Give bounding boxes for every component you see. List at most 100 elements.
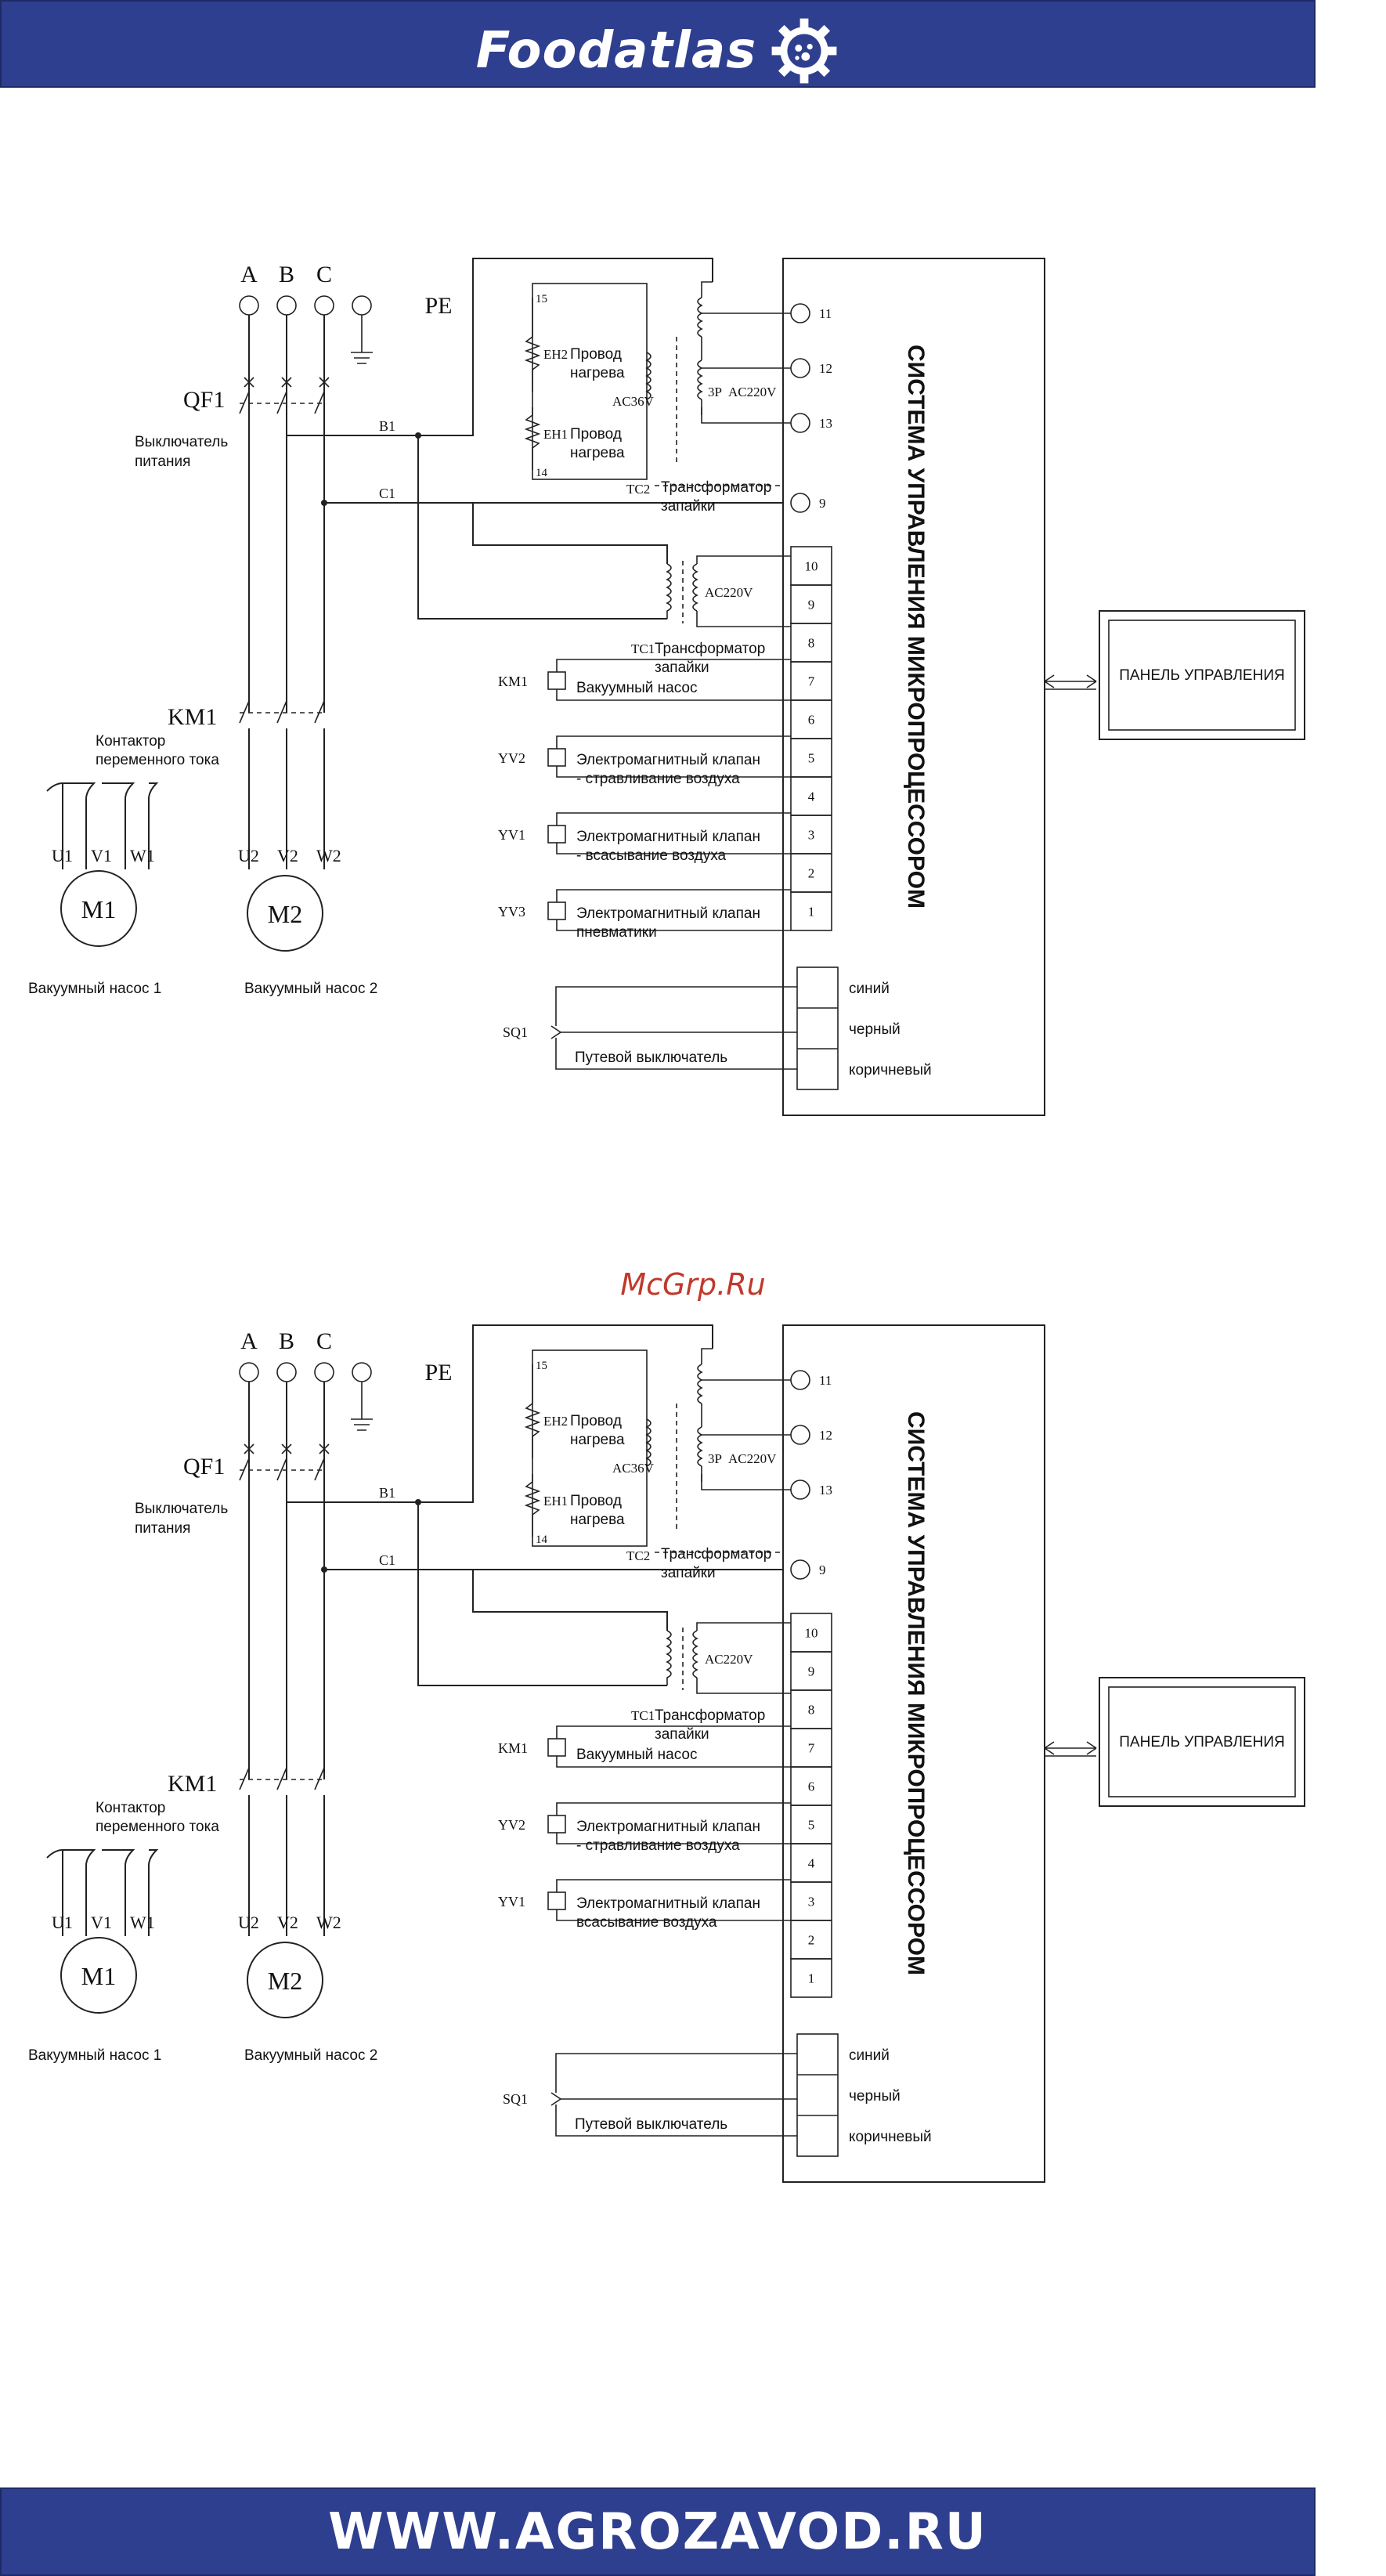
terminal-number: 10	[805, 1626, 818, 1641]
coil-group: KM1 Вакуумный насос	[498, 1725, 791, 1768]
km1-coil-label: KM1	[498, 1740, 528, 1756]
terminal-number: 5	[808, 1818, 815, 1833]
svg-text:запайки: запайки	[661, 1565, 716, 1581]
svg-text:черный: черный	[849, 1021, 901, 1038]
ac36v-label: AC36V	[612, 1461, 655, 1476]
qf1-label: QF1	[183, 1454, 225, 1479]
terminal-number: 7	[808, 1741, 815, 1756]
motor-m2	[247, 875, 323, 952]
sq1-switch: SQ1 Путевой выключатель синий черный кор…	[503, 2033, 932, 2157]
ac36v-label: AC36V	[612, 394, 655, 409]
coil-group: KM1 Вакуумный насос	[498, 659, 791, 701]
phase-b-label: B	[279, 262, 294, 287]
tc1-transformer: AC220V TC1 Трансформатор запайки	[631, 1622, 791, 1743]
qf1-desc2: питания	[135, 453, 190, 470]
valve-desc-line2: - всасывание воздуха	[576, 847, 727, 864]
valve-desc-line1: Электромагнитный клапан	[576, 905, 760, 922]
valve-desc-line2: - стравливание воздуха	[576, 1837, 740, 1854]
tc1-transformer: AC220V TC1 Трансформатор запайки	[631, 555, 791, 676]
svg-text:M2: M2	[268, 900, 302, 928]
svg-text:Провод: Провод	[570, 1413, 622, 1429]
footer-banner: WWW.AGROZAVOD.RU	[0, 2487, 1316, 2576]
panel-label: ПАНЕЛЬ УПРАВЛЕНИЯ	[1119, 1734, 1284, 1750]
terminal-number: 2	[808, 866, 815, 881]
svg-text:11: 11	[819, 1373, 832, 1388]
terminal-number: 4	[808, 789, 815, 804]
svg-text:нагрева: нагрева	[570, 445, 625, 461]
valve-desc-line2: всасывание воздуха	[576, 1914, 717, 1931]
terminal-number: 6	[808, 1779, 815, 1794]
svg-text:M1: M1	[81, 895, 116, 923]
svg-text:12: 12	[819, 361, 832, 376]
terminal-number: 1	[808, 905, 815, 919]
sq1-label: SQ1	[503, 2091, 528, 2107]
motor-m2	[247, 1942, 323, 2018]
motors: U1 V1 W1 U2 V2 W2 M1 M2 Вакуумный насос …	[28, 1913, 377, 2064]
qf1-desc1: Выключатель	[135, 434, 228, 450]
svg-text:13: 13	[819, 416, 832, 431]
svg-text:Путевой выключатель: Путевой выключатель	[575, 1050, 727, 1066]
km1-label: KM1	[168, 1771, 217, 1797]
eh2-label: EH2	[543, 347, 568, 362]
m2-desc: Вакуумный насос 2	[244, 2047, 377, 2064]
website-link[interactable]: WWW.AGROZAVOD.RU	[328, 2503, 987, 2561]
terminal-number: 2	[808, 1933, 815, 1948]
svg-text:черный: черный	[849, 2088, 901, 2105]
svg-text:запайки: запайки	[655, 659, 709, 676]
valve-desc-line1: Электромагнитный клапан	[576, 829, 760, 845]
tc2-transformer: 3P AC220V TC2 Трансформатор запайки	[626, 281, 791, 515]
tc2-label: TC2	[626, 1548, 650, 1563]
m1-desc: Вакуумный насос 1	[28, 2047, 161, 2064]
valve-label: YV2	[498, 750, 525, 766]
valve-label: YV1	[498, 827, 525, 843]
svg-text:запайки: запайки	[661, 498, 716, 515]
svg-text:Трансформатор: Трансформатор	[655, 641, 765, 657]
top-terminals: 11 12 13 9	[790, 303, 832, 513]
svg-text:14: 14	[536, 467, 548, 479]
sq1-label: SQ1	[503, 1024, 528, 1040]
valve-desc-line1: Электромагнитный клапан	[576, 1895, 760, 1912]
m1-desc: Вакуумный насос 1	[28, 981, 161, 997]
svg-text:Провод: Провод	[570, 1493, 622, 1509]
svg-text:Провод: Провод	[570, 346, 622, 363]
svg-text:9: 9	[819, 1563, 826, 1577]
svg-text:M2: M2	[268, 1967, 302, 1995]
tc2-transformer: 3P AC220V TC2 Трансформатор запайки	[626, 1348, 791, 1581]
gear-icon	[771, 18, 837, 84]
tc1-label: TC1	[631, 641, 655, 656]
controller-title: СИСТЕМА УПРАВЛЕНИЯ МИКРОПРОЦЕССОРОМ	[903, 1411, 929, 1975]
top-terminals: 11 12 13 9	[790, 1370, 832, 1580]
svg-text:V1: V1	[91, 1913, 112, 1932]
eh1-label: EH1	[543, 1494, 568, 1508]
m2-desc: Вакуумный насос 2	[244, 981, 377, 997]
svg-text:W2: W2	[316, 1913, 341, 1932]
terminal-number: 9	[808, 1664, 815, 1679]
svg-text:W1: W1	[130, 1913, 155, 1932]
control-panel: ПАНЕЛЬ УПРАВЛЕНИЯ	[1044, 610, 1305, 740]
svg-text:нагрева: нагрева	[570, 1432, 625, 1448]
svg-text:U1: U1	[52, 1913, 73, 1932]
phase-b-label: B	[279, 1328, 294, 1354]
svg-text:V2: V2	[277, 1913, 298, 1932]
svg-text:коричневый: коричневый	[849, 1062, 932, 1078]
svg-text:нагрева: нагрева	[570, 365, 625, 381]
header-banner: Foodatlas	[0, 0, 1316, 88]
terminal-number: 7	[808, 674, 815, 689]
svg-text:14: 14	[536, 1534, 548, 1546]
terminal-number: 1	[808, 1971, 815, 1986]
heater-group: 15 14 EH2 EH1 Провод нагрева Провод нагр…	[524, 283, 655, 480]
qf1-switch: QF1 Выключатель питания	[135, 1443, 330, 1537]
control-panel: ПАНЕЛЬ УПРАВЛЕНИЯ	[1044, 1677, 1305, 1807]
panel-label: ПАНЕЛЬ УПРАВЛЕНИЯ	[1119, 667, 1284, 684]
svg-text:синий: синий	[849, 2047, 890, 2064]
c1-label: C1	[379, 1552, 395, 1568]
heater-group: 15 14 EH2 EH1 Провод нагрева Провод нагр…	[524, 1349, 655, 1547]
terminal-number: 4	[808, 1856, 815, 1871]
svg-text:Трансформатор: Трансформатор	[661, 1546, 771, 1563]
svg-text:переменного тока: переменного тока	[96, 1819, 219, 1835]
